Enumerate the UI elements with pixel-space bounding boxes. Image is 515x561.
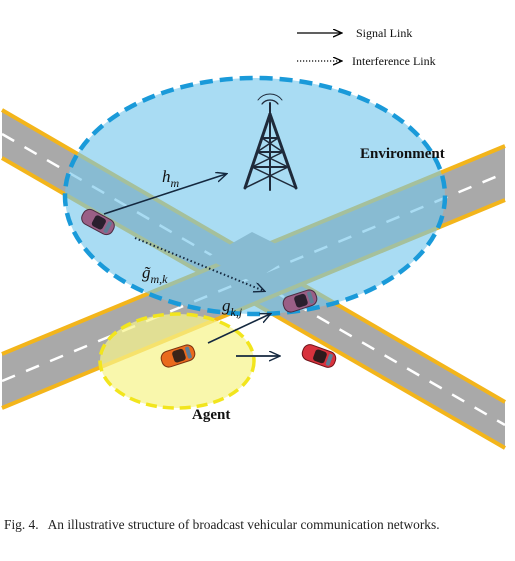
legend-interference-label: Interference Link bbox=[352, 54, 436, 68]
label-h: hm bbox=[162, 167, 180, 190]
environment-title: Environment bbox=[360, 146, 445, 162]
legend: Signal Link Interference Link bbox=[297, 26, 436, 68]
car-icon-orange bbox=[160, 344, 196, 368]
interference-link bbox=[134, 237, 264, 291]
environment-fill bbox=[65, 78, 445, 314]
car-icon-purple-center bbox=[282, 289, 318, 313]
signal-link-h bbox=[103, 174, 226, 215]
label-g-tilde: g̃m,k bbox=[142, 263, 168, 286]
caption-text: An illustrative structure of broadcast v… bbox=[47, 517, 440, 532]
label-g: gk,j bbox=[222, 296, 243, 319]
figure-caption: Fig. 4. An illustrative structure of broa… bbox=[4, 516, 509, 533]
environment-border bbox=[62, 75, 448, 317]
car-icon-purple-left bbox=[81, 208, 115, 236]
legend-signal-label: Signal Link bbox=[356, 26, 412, 40]
links bbox=[103, 174, 279, 356]
cell-tower-icon bbox=[243, 93, 298, 191]
agent-title: Agent bbox=[192, 407, 230, 423]
car-icon-red bbox=[301, 344, 337, 368]
signal-link-g bbox=[207, 314, 270, 344]
agent-border bbox=[98, 312, 256, 410]
environment-region bbox=[62, 75, 448, 317]
caption-label: Fig. 4. bbox=[4, 517, 39, 532]
